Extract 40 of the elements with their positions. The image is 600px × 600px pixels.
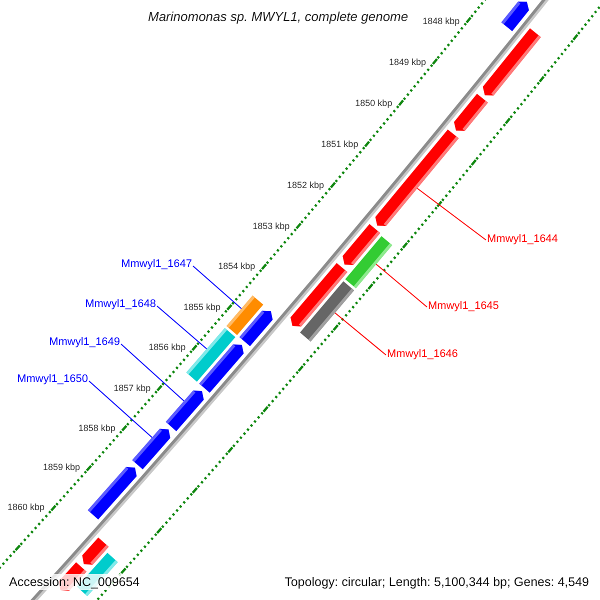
gene-label: Mmwyl1_1646 (387, 348, 458, 361)
gene-bar (501, 2, 529, 32)
position-label: 1850 kbp (355, 98, 392, 108)
leader-line (416, 188, 486, 240)
position-label: 1852 kbp (287, 180, 324, 190)
gene-bar (239, 310, 273, 346)
gene-bar (482, 28, 541, 96)
leader-line (156, 306, 208, 350)
gene-label: Mmwyl1_1648 (85, 298, 156, 311)
gene-block (300, 281, 354, 342)
position-label: 1857 kbp (114, 382, 151, 392)
gene-bar (199, 344, 244, 393)
position-label: 1849 kbp (389, 56, 426, 67)
gene-bar (375, 130, 459, 226)
gene-bar (88, 466, 137, 520)
position-label: 1856 kbp (148, 342, 186, 352)
gene-bar (166, 390, 204, 432)
genome-info-text: Topology: circular; Length: 5,100,344 bp; Genes: 4,549 (284, 574, 590, 590)
leader-line (376, 264, 428, 308)
gene-bar (454, 94, 488, 131)
gene-label: Mmwyl1_1645 (428, 300, 499, 313)
position-label: 1859 kbp (43, 462, 80, 472)
position-label: 1855 kbp (183, 302, 220, 312)
position-label: 1860 kbp (7, 502, 45, 512)
gene-block (345, 236, 392, 288)
leader-line (120, 344, 184, 402)
gene-label: Mmwyl1_1644 (487, 233, 558, 246)
leader-line (334, 312, 386, 356)
position-label: 1858 kbp (78, 422, 116, 433)
position-label: 1851 kbp (321, 139, 358, 150)
gene-label: Mmwyl1_1649 (49, 336, 120, 349)
title: Marinomonas sp. MWYL1, complete genome (148, 9, 408, 24)
gene-label: Mmwyl1_1650 (17, 373, 88, 386)
position-label: 1848 kbp (422, 16, 460, 26)
leader-line (192, 266, 242, 310)
position-label: 1854 kbp (218, 261, 256, 272)
gene-bar (132, 428, 170, 470)
gene-label: Mmwyl1_1647 (121, 258, 192, 271)
position-label: 1853 kbp (252, 220, 290, 231)
leader-line (88, 380, 153, 438)
